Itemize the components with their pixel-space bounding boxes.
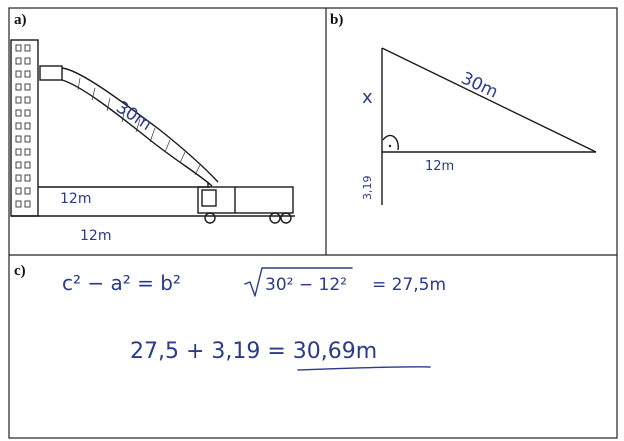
- base-label: 12m: [425, 159, 454, 174]
- hypotenuse-label: 30m: [458, 68, 501, 102]
- triangle-drawing: [381, 47, 597, 205]
- fire-truck-drawing: [197, 182, 294, 224]
- formula-radicand: 30² − 12²: [265, 275, 347, 295]
- formula-result: = 27,5m: [372, 275, 446, 295]
- building-drawing: [10, 39, 39, 217]
- ladder-drawing: [61, 67, 219, 187]
- panel-b-label: b): [330, 12, 343, 28]
- ladder-basket: [39, 65, 63, 81]
- formula-pythagoras: c² − a² = b²: [62, 271, 181, 295]
- side-x-label: x: [362, 87, 373, 108]
- panel-a-label: a): [14, 12, 27, 28]
- sqrt-expression: [244, 267, 353, 297]
- small-height-label: 3,19: [361, 176, 374, 201]
- ladder-length-label: 30m: [112, 97, 155, 135]
- panel-c-label: c): [14, 263, 26, 279]
- outer-frame: [8, 7, 618, 439]
- sum-calculation: 27,5 + 3,19 = 30,69m: [130, 339, 377, 364]
- result-underline: [297, 366, 431, 371]
- ground-length-label: 12m: [80, 228, 111, 244]
- wall-height-label: 12m: [60, 191, 91, 207]
